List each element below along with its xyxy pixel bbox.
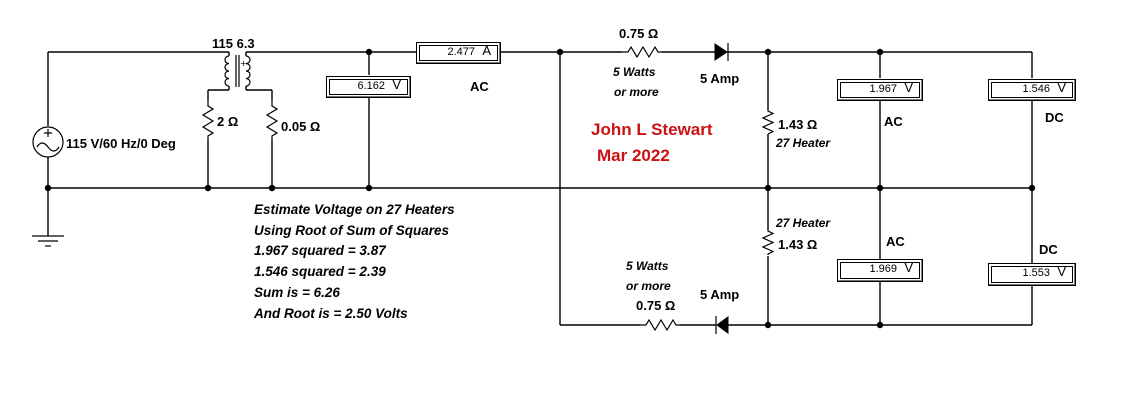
resistor-2ohm-symbol (201, 100, 215, 140)
resistor-bottom-heater-name: 27 Heater (776, 216, 831, 230)
resistor-bottom-series-label: 0.75 Ω (636, 298, 676, 313)
voltmeter-bottom-dc-unit: V (1057, 264, 1066, 279)
voltmeter-bottom-ac-unit: V (904, 260, 913, 275)
voltmeter-top-ac-unit: V (904, 80, 913, 95)
note-line: Estimate Voltage on 27 Heaters (254, 202, 455, 217)
ammeter-unit: A (482, 43, 491, 58)
bottom-dc-mode-label: DC (1039, 242, 1058, 257)
primary-wires (48, 51, 230, 91)
ammeter-value: 2.477 (447, 46, 475, 58)
resistor-top-series-label: 0.75 Ω (619, 26, 659, 41)
resistor-top-series-rating-2: or more (614, 85, 659, 99)
resistor-top-heater-name: 27 Heater (776, 136, 831, 150)
ground-symbol (32, 235, 64, 247)
diode-bottom-symbol (715, 316, 729, 334)
note-line: Using Root of Sum of Squares (254, 222, 450, 238)
voltmeter-secondary-unit: V (392, 77, 401, 92)
voltmeter-bottom-ac-value: 1.969 (869, 263, 897, 275)
transformer-label: 115 6.3 (212, 36, 255, 51)
resistor-top-heater-value: 1.43 Ω (778, 117, 818, 132)
bottom-branch-wires (560, 188, 1033, 326)
bottom-ac-mode-label: AC (886, 234, 905, 249)
voltmeter-bottom-ac: 1.969 V (837, 259, 923, 282)
note-line: Sum is = 6.26 (254, 284, 340, 300)
resistor-2ohm-label: 2 Ω (217, 114, 239, 129)
top-dc-mode-label: DC (1045, 110, 1064, 125)
resistor-bottom-heater-value: 1.43 Ω (778, 237, 818, 252)
resistor-bottom-heater-symbol (761, 230, 775, 255)
author-date: Mar 2022 (597, 146, 670, 165)
transformer: + (224, 55, 251, 87)
resistor-top-series-rating: 5 Watts (613, 65, 656, 79)
top-ac-mode-label: AC (884, 114, 903, 129)
svg-text:+: + (240, 59, 247, 68)
note-line: 1.546 squared = 2.39 (254, 264, 386, 280)
voltmeter-top-dc-unit: V (1057, 80, 1066, 95)
voltmeter-secondary: 6.162 V (326, 76, 411, 98)
ac-source (32, 52, 64, 236)
resistor-top-heater-symbol (761, 110, 775, 135)
voltmeter-secondary-value: 6.162 (357, 80, 385, 92)
diode-top-symbol (714, 43, 729, 61)
diode-bottom-label: 5 Amp (700, 287, 740, 302)
secondary-wires (207, 51, 416, 188)
ammeter-mode-label: AC (470, 79, 489, 94)
voltmeter-bottom-dc-value: 1.553 (1022, 267, 1050, 279)
resistor-005ohm-label: 0.05 Ω (281, 119, 321, 134)
voltmeter-top-ac: 1.967 V (837, 79, 923, 101)
voltmeter-bottom-dc: 1.553 V (988, 263, 1076, 286)
resistor-bottom-series-rating-2: or more (626, 279, 671, 293)
junction-dots (44, 48, 1036, 329)
resistor-005ohm-symbol (265, 100, 279, 140)
voltmeter-top-dc: 1.546 V (988, 79, 1076, 101)
resistor-top-series-symbol (622, 45, 662, 59)
resistor-bottom-series-rating: 5 Watts (626, 259, 669, 273)
estimate-notes: Estimate Voltage on 27 Heaters Using Roo… (254, 200, 455, 324)
voltmeter-top-dc-value: 1.546 (1022, 83, 1050, 95)
resistor-bottom-series-symbol (640, 318, 680, 332)
diode-top-label: 5 Amp (700, 71, 740, 86)
ammeter: 2.477 A (416, 42, 501, 64)
author-name: John L Stewart (591, 120, 713, 139)
source-label: 115 V/60 Hz/0 Deg (66, 136, 176, 151)
voltmeter-top-ac-value: 1.967 (869, 83, 897, 95)
note-line: 1.967 squared = 3.87 (254, 243, 386, 259)
note-line: And Root is = 2.50 Volts (254, 305, 408, 321)
